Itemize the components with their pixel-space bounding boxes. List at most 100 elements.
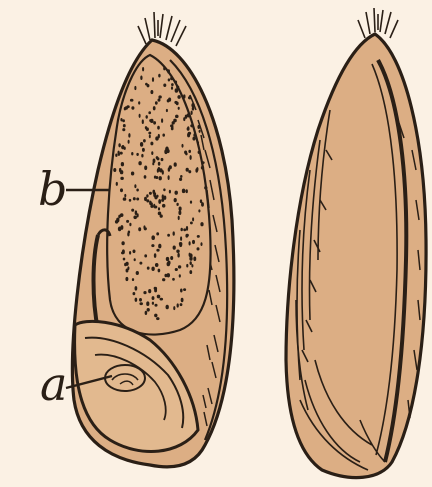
endosperm-dot xyxy=(128,230,130,233)
endosperm-dot xyxy=(120,118,122,121)
endosperm-dot xyxy=(178,107,180,110)
endosperm-dot xyxy=(180,175,182,178)
endosperm-dot xyxy=(144,175,147,179)
endosperm-dot xyxy=(144,166,147,171)
endosperm-dot xyxy=(170,77,173,81)
endosperm-dot xyxy=(146,199,149,202)
endosperm-dot xyxy=(173,245,176,249)
endosperm-dot xyxy=(120,177,124,180)
endosperm-dot xyxy=(178,216,180,220)
endosperm-dot xyxy=(131,171,134,175)
endosperm-dot xyxy=(164,149,167,154)
endosperm-dot xyxy=(173,231,175,235)
endosperm-dot xyxy=(174,80,177,83)
endosperm-dot xyxy=(123,258,126,261)
endosperm-dot xyxy=(120,152,123,155)
endosperm-dot xyxy=(139,302,143,305)
endosperm-dot xyxy=(156,195,158,198)
endosperm-dot xyxy=(143,139,146,142)
endosperm-dot xyxy=(179,274,181,277)
endosperm-dot xyxy=(187,113,191,117)
endosperm-dot xyxy=(204,186,207,190)
endosperm-dot xyxy=(154,314,157,318)
endosperm-dot xyxy=(171,127,174,130)
endosperm-dot xyxy=(150,119,153,122)
endosperm-dot xyxy=(180,236,182,241)
endosperm-dot xyxy=(147,308,150,312)
endosperm-dot xyxy=(166,257,169,261)
endosperm-dot xyxy=(142,67,144,71)
endosperm-dot xyxy=(192,240,195,244)
endosperm-dot xyxy=(201,202,204,207)
endosperm-dot xyxy=(140,76,142,81)
endosperm-dot xyxy=(131,106,134,109)
endosperm-dot xyxy=(170,256,173,260)
endosperm-dot xyxy=(198,209,200,212)
endosperm-dot xyxy=(166,305,169,310)
grain-exterior xyxy=(286,8,426,478)
endosperm-dot xyxy=(155,101,158,104)
endosperm-dot xyxy=(179,207,182,211)
endosperm-dot xyxy=(121,241,124,245)
endosperm-dot xyxy=(155,263,159,267)
endosperm-dot xyxy=(148,289,151,293)
endosperm-dot xyxy=(126,262,129,266)
endosperm-dot xyxy=(178,265,181,268)
endosperm-dot xyxy=(167,273,170,277)
endosperm-dot xyxy=(147,266,150,269)
endosperm-dot xyxy=(135,210,138,215)
endosperm-dot xyxy=(191,111,193,115)
endosperm-dot xyxy=(177,303,179,307)
endosperm-dot xyxy=(188,132,191,135)
endosperm-dot xyxy=(198,151,200,154)
endosperm-dot xyxy=(152,302,154,305)
endosperm-dot xyxy=(139,298,142,302)
endosperm-dot xyxy=(191,264,193,267)
endosperm-dot xyxy=(201,166,204,170)
endosperm-dot xyxy=(179,178,182,181)
endosperm-dot xyxy=(142,148,145,152)
endosperm-dot xyxy=(179,242,183,245)
endosperm-dot xyxy=(120,225,123,230)
endosperm-dot xyxy=(122,249,125,254)
endosperm-dot xyxy=(120,170,123,174)
endosperm-dot xyxy=(183,117,185,121)
endosperm-dot xyxy=(145,311,148,315)
endosperm-dot xyxy=(155,287,157,291)
endosperm-dot xyxy=(120,188,123,192)
endosperm-dot xyxy=(197,125,200,129)
endosperm-dot xyxy=(124,194,126,197)
endosperm-dot xyxy=(186,264,188,268)
endosperm-dot xyxy=(121,162,124,166)
endosperm-dot xyxy=(189,253,191,257)
endosperm-dot xyxy=(123,197,127,200)
endosperm-dot xyxy=(171,86,173,89)
grain-section xyxy=(72,12,233,467)
endosperm-dot xyxy=(122,119,125,122)
endosperm-dot xyxy=(157,98,160,101)
endosperm-dot xyxy=(143,291,146,294)
endosperm-dot xyxy=(150,90,153,94)
endosperm-dot xyxy=(148,132,151,135)
endosperm-dot xyxy=(167,234,170,237)
endosperm-dot xyxy=(196,167,198,171)
endosperm-dot xyxy=(158,207,160,210)
label-a: a xyxy=(40,357,67,411)
endosperm-dot xyxy=(130,99,134,102)
endosperm-dot xyxy=(170,124,173,127)
endosperm-dot xyxy=(158,167,161,172)
endosperm-dot xyxy=(120,213,124,217)
endosperm-dot xyxy=(156,176,159,179)
endosperm-dot xyxy=(188,170,191,173)
endosperm-dot xyxy=(122,128,125,131)
endosperm-dot xyxy=(162,204,165,208)
endosperm-dot xyxy=(135,286,138,290)
endosperm-dot xyxy=(169,190,171,194)
endosperm-dot xyxy=(158,134,160,139)
endosperm-dot xyxy=(158,269,161,273)
endosperm-dot xyxy=(136,271,139,275)
endosperm-dot xyxy=(199,130,201,133)
endosperm-dot xyxy=(197,235,200,238)
endosperm-dot xyxy=(152,77,154,82)
grain-exterior-bristles xyxy=(358,8,398,38)
